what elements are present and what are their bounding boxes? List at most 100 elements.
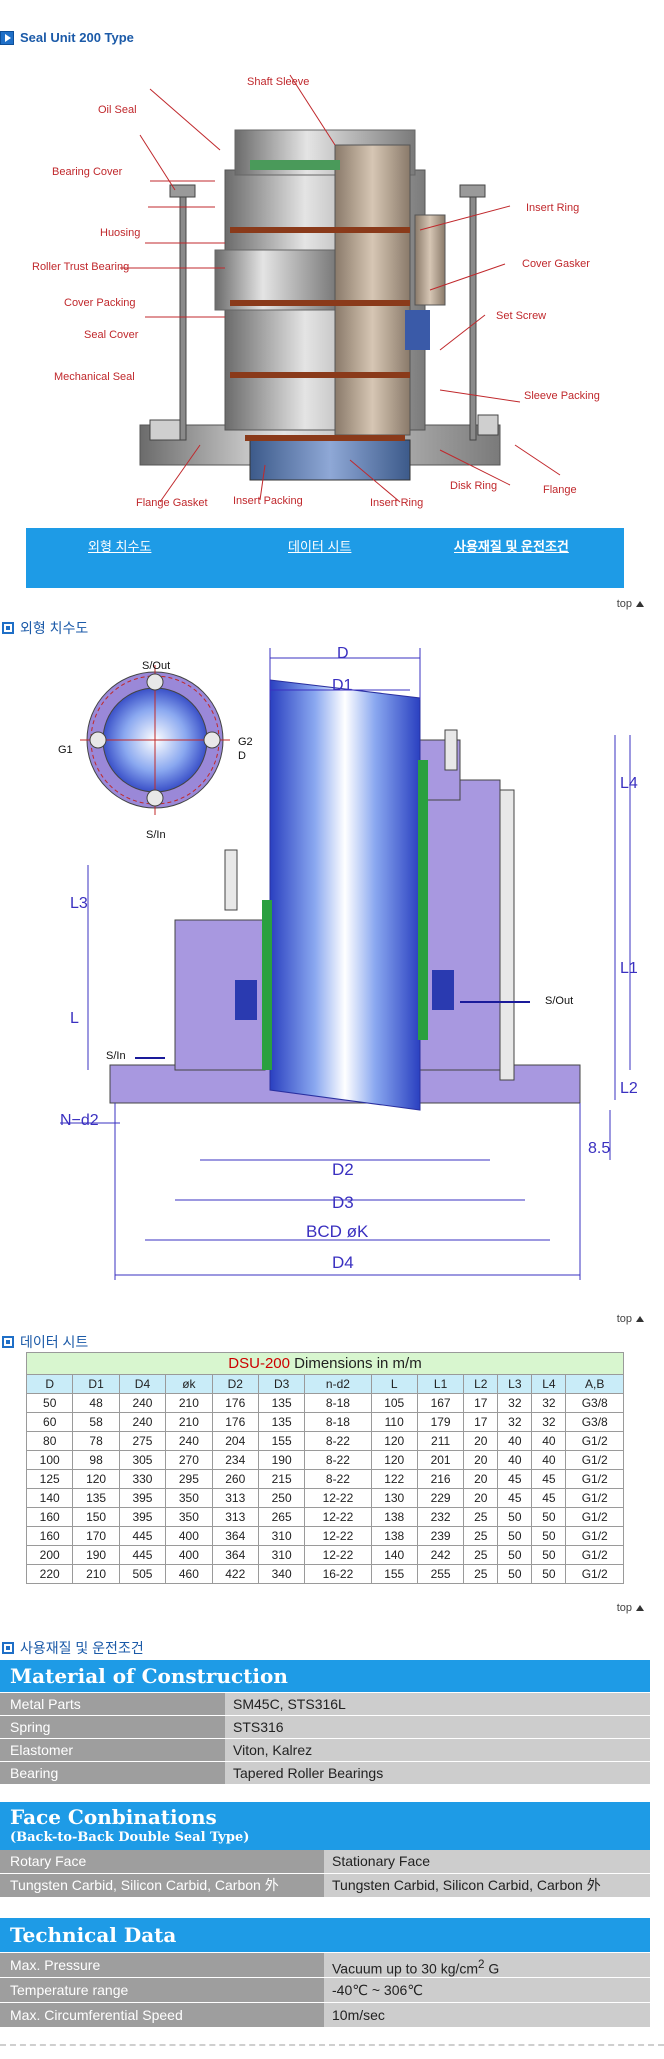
drawing-label-s-out-top: S/Out (142, 660, 171, 672)
drawing-label-L1: L1 (620, 960, 638, 977)
materials-key: Elastomer (0, 1739, 225, 1761)
table-cell: 20 (463, 1431, 499, 1451)
materials-value: Tapered Roller Bearings (225, 1762, 650, 1784)
drawing-label-D2: D2 (332, 1160, 354, 1179)
dimension-drawing (60, 648, 631, 1280)
table-cell: 25 (463, 1526, 499, 1546)
top-link[interactable]: top (617, 1602, 644, 1614)
materials-value: SM45C, STS316L (225, 1693, 650, 1715)
table-cell: G1/2 (565, 1488, 624, 1508)
table-cell: 8-22 (304, 1450, 372, 1470)
technical-value: -40℃ ~ 306℃ (324, 1978, 650, 2002)
drawing-label-BCD: BCD øK (306, 1222, 369, 1241)
label-insert-ring-right: Insert Ring (526, 202, 580, 214)
drawing-label-D1: D1 (332, 677, 353, 694)
table-cell: G1/2 (565, 1564, 624, 1584)
table-cell: 155 (370, 1564, 418, 1584)
technical-value: 10m/sec (324, 2003, 650, 2027)
label-cover-gasker: Cover Gasker (522, 258, 590, 270)
table-cell: 8-22 (304, 1431, 372, 1451)
table-cell: 140 (370, 1545, 418, 1565)
top-link[interactable]: top (617, 1313, 644, 1325)
top-link[interactable]: top (617, 598, 644, 610)
table-cell: 240 (165, 1431, 213, 1451)
table-cell: 50 (531, 1526, 567, 1546)
section-materials-title: 사용재질 및 운전조건 (0, 1638, 144, 1658)
table-cell: G1/2 (565, 1507, 624, 1527)
table-cell: 240 (118, 1393, 167, 1413)
table-cell: 265 (257, 1507, 306, 1527)
table-cell: 179 (416, 1412, 465, 1432)
table-cell: 45 (497, 1469, 533, 1489)
face-head-rotary: Rotary Face (0, 1850, 324, 1873)
technical-key: Max. Circumferential Speed (0, 2003, 324, 2027)
face-stationary-value: Tungsten Carbid, Silicon Carbid, Carbon … (324, 1874, 650, 1897)
nav-link-outline[interactable]: 외형 치수도 (88, 539, 152, 554)
table-cell: 250 (257, 1488, 306, 1508)
table-cell: 50 (531, 1507, 567, 1527)
table-cell: 50 (497, 1526, 533, 1546)
table-cell: 460 (165, 1564, 213, 1584)
page-title: Seal Unit 200 Type (0, 30, 134, 45)
technical-value-sup: 2 (478, 1958, 485, 1971)
materials-key: Metal Parts (0, 1693, 225, 1715)
drawing-label-g1: G1 (58, 744, 73, 756)
table-header-cell: D1 (72, 1374, 120, 1394)
materials-key: Bearing (0, 1762, 225, 1784)
table-cell: 239 (416, 1526, 465, 1546)
section-nav-bar: 외형 치수도 데이터 시트 사용재질 및 운전조건 (26, 528, 624, 588)
table-cell: 16-22 (304, 1564, 372, 1584)
table-cell: 229 (416, 1488, 465, 1508)
table-header-cell: L (370, 1374, 418, 1394)
label-flange: Flange (543, 484, 577, 496)
table-cell: 422 (211, 1564, 259, 1584)
nav-link-materials[interactable]: 사용재질 및 운전조건 (454, 539, 569, 554)
table-cell: 17 (463, 1412, 499, 1432)
triangle-up-icon (636, 601, 644, 607)
materials-value: STS316 (225, 1716, 650, 1738)
table-cell: 40 (497, 1431, 533, 1451)
table-cell: 8-22 (304, 1469, 372, 1489)
label-oil-seal: Oil Seal (98, 104, 137, 116)
table-cell: 234 (211, 1450, 259, 1470)
table-cell: 48 (72, 1393, 120, 1413)
table-cell: 170 (72, 1526, 120, 1546)
table-cell: 25 (463, 1564, 499, 1584)
table-cell: 176 (211, 1412, 259, 1432)
table-cell: 60 (25, 1412, 74, 1432)
table-cell: 50 (497, 1507, 533, 1527)
drawing-label-L: L (70, 1010, 79, 1027)
table-cell: 20 (463, 1450, 499, 1470)
table-cell: 120 (370, 1431, 418, 1451)
table-cell: 160 (25, 1526, 74, 1546)
table-cell: 20 (463, 1469, 499, 1489)
table-cell: 445 (118, 1526, 167, 1546)
page-title-text: Seal Unit 200 Type (20, 30, 134, 45)
label-insert-ring-bottom: Insert Ring (370, 497, 424, 509)
table-cell: G1/2 (565, 1545, 624, 1565)
section-datasheet-text: 데이터 시트 (20, 1334, 89, 1350)
top-link-label: top (616, 1602, 632, 1614)
table-caption-rest: Dimensions in m/m (290, 1355, 422, 1372)
materials-key: Spring (0, 1716, 225, 1738)
drawing-label-D4: D4 (332, 1253, 354, 1272)
nav-link-datasheet[interactable]: 데이터 시트 (288, 539, 352, 554)
square-bullet-icon (2, 1336, 14, 1348)
drawing-label-D3: D3 (332, 1193, 354, 1212)
label-roller-trust-bearing: Roller Trust Bearing (32, 261, 130, 273)
table-header-cell: øk (165, 1374, 213, 1394)
label-sleeve-packing: Sleeve Packing (524, 390, 600, 402)
label-set-screw: Set Screw (496, 310, 547, 322)
table-cell: 445 (118, 1545, 167, 1565)
table-cell: 295 (165, 1469, 213, 1489)
face-header: Face Conbinations (Back-to-Back Double S… (0, 1802, 650, 1850)
label-mechanical-seal: Mechanical Seal (54, 371, 135, 383)
technical-row: Temperature range-40℃ ~ 306℃ (0, 1978, 650, 2002)
table-cell: 8-18 (304, 1412, 372, 1432)
